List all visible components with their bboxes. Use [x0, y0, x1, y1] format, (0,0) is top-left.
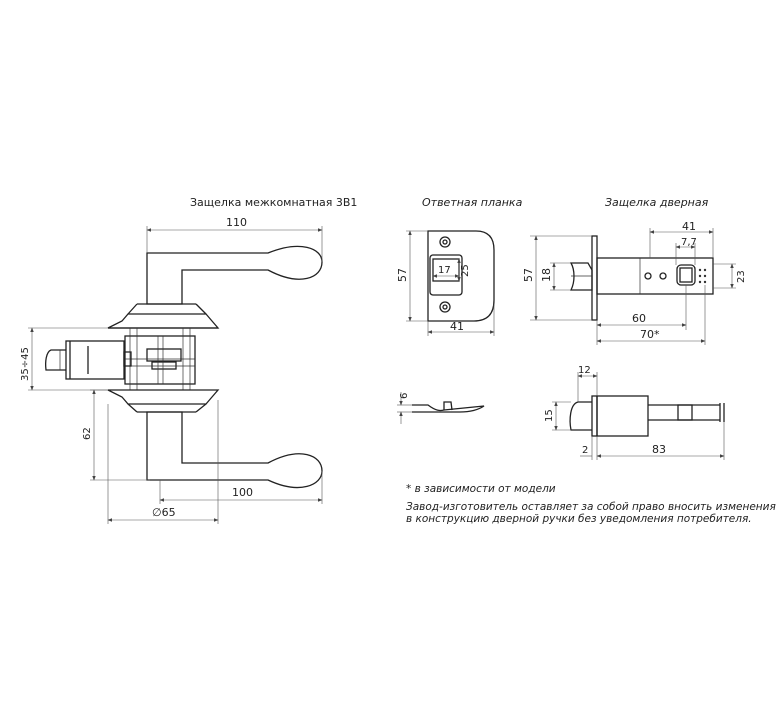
dim-65: ∅65 — [152, 506, 176, 519]
top-lever — [146, 245, 323, 305]
top-rosette — [107, 313, 220, 329]
dim-110: 110 — [226, 216, 247, 229]
dim-35-45: 35÷45 — [20, 347, 31, 381]
dim-57-strike: 57 — [396, 268, 409, 282]
bottom-rosette — [107, 389, 220, 405]
dim-2: 2 — [582, 445, 588, 456]
latch-body — [45, 340, 132, 380]
bottom-lever — [146, 411, 323, 489]
title-strike: Ответная планка — [422, 196, 523, 209]
handle-assembly — [45, 245, 323, 489]
dim-100: 100 — [232, 486, 253, 499]
dim-25: 25 — [460, 264, 471, 277]
dim-15: 15 — [544, 409, 555, 422]
dim-23: 23 — [736, 270, 747, 283]
handle-dimensions: 110 35÷45 62 100 ∅65 — [20, 216, 323, 524]
title-main: Защелка межкомнатная 3В1 — [190, 196, 357, 209]
title-latch: Защелка дверная — [605, 196, 709, 209]
dim-60: 60 — [632, 312, 646, 325]
strike-plate — [427, 230, 495, 322]
dim-6: 6 — [399, 393, 410, 399]
spindle-mechanism — [124, 328, 196, 390]
dim-17: 17 — [438, 265, 451, 276]
note-model: * в зависимости от модели — [406, 483, 556, 495]
note-line-1: Завод-изготовитель оставляет за собой пр… — [406, 501, 776, 513]
dim-7-7: 7,7 — [681, 237, 697, 248]
dim-70: 70* — [640, 328, 660, 341]
dim-57-latch: 57 — [522, 268, 535, 282]
dim-41-strike: 41 — [450, 320, 464, 333]
dim-83: 83 — [652, 443, 666, 456]
dim-12: 12 — [578, 365, 591, 376]
note-line-2: в конструкцию дверной ручки без уведомле… — [406, 513, 752, 525]
latch-top-view — [569, 235, 714, 321]
strike-side-view: 6 — [397, 392, 485, 424]
dim-41-latch: 41 — [682, 220, 696, 233]
latch-dimensions: 57 18 41 7,7 23 60 70* — [522, 220, 747, 345]
dim-18: 18 — [540, 268, 553, 282]
dim-62: 62 — [82, 427, 93, 440]
strike-dimensions: 57 41 17 25 — [396, 230, 495, 336]
latch-side-view: 12 15 2 83 — [544, 365, 725, 460]
